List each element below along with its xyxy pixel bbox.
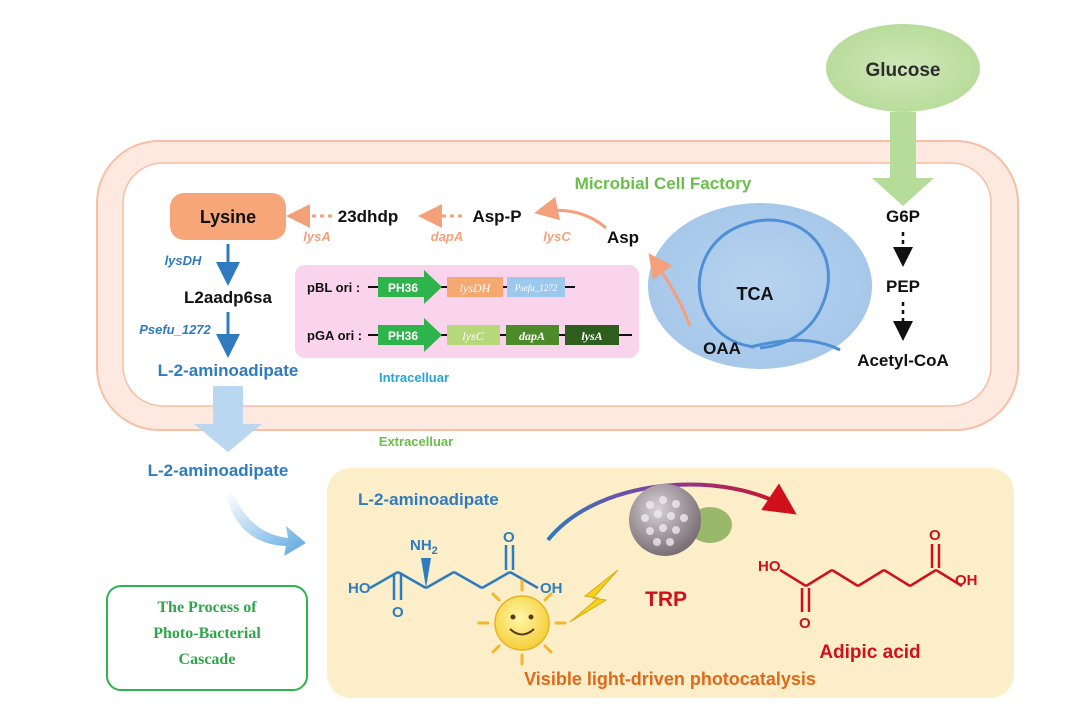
process-line-2: Photo-Bacterial xyxy=(153,625,261,642)
sun-eye-right xyxy=(528,614,534,620)
pbl-gene-psefu-label: Psefu_1272 xyxy=(514,283,558,293)
tca-bubble xyxy=(648,203,872,369)
flow-arrow xyxy=(226,492,306,556)
pga-gene-lysa xyxy=(565,325,619,345)
trp-pores xyxy=(641,496,688,546)
acetyl-coa-label: Acetyl-CoA xyxy=(857,351,949,370)
process-line-1: The Process of xyxy=(157,599,257,616)
asp-p-label: Asp-P xyxy=(472,207,521,226)
asp-label: Asp xyxy=(607,228,639,247)
lysine-box xyxy=(170,193,286,240)
sun-eye-left xyxy=(510,614,516,620)
export-arrow xyxy=(194,386,262,452)
pbl-promoter-label: PH36 xyxy=(388,281,418,295)
intracellular-label: Intracelluar xyxy=(379,370,449,385)
lysDH-enzyme: lysDH xyxy=(165,253,202,268)
pga-promoter xyxy=(378,318,442,352)
glucose-label: Glucose xyxy=(866,60,941,81)
cell-title: Microbial Cell Factory xyxy=(575,174,752,193)
o-mid-label: O xyxy=(503,529,515,546)
photocatalysis-box xyxy=(327,468,1014,698)
tca-label: TCA xyxy=(737,284,774,304)
pga-gene-dapa-label: dapA xyxy=(519,329,545,343)
nh2-wedge xyxy=(421,558,431,588)
sun-icon xyxy=(494,595,550,651)
process-box xyxy=(106,585,308,691)
ho-left-label: HO xyxy=(348,580,371,597)
process-line-3: Cascade xyxy=(179,651,236,668)
pga-label: pGA ori : xyxy=(307,328,362,343)
lysA-enzyme: lysA xyxy=(303,229,330,244)
glucose-uptake-arrow xyxy=(872,112,934,206)
tca-acetyl-link xyxy=(749,338,841,352)
l2aa-outside-label: L-2-aminoadipate xyxy=(148,461,289,480)
tca-cycle xyxy=(697,218,830,350)
ho-right-label: HO xyxy=(758,558,781,575)
dapA-enzyme: dapA xyxy=(431,229,464,244)
l2aa-inside-label: L-2-aminoadipate xyxy=(158,361,299,380)
oaa-asp-arrow xyxy=(648,253,692,327)
pga-gene-lysc xyxy=(447,325,500,345)
lightning-icon xyxy=(569,569,619,623)
dhdp-label: 23dhdp xyxy=(338,207,398,226)
sun-rays xyxy=(477,579,567,666)
pbl-gene-lysdh-label: lysDH xyxy=(460,281,492,295)
psefu-enzyme: Psefu_1272 xyxy=(139,322,211,337)
oh-right-label: OH xyxy=(955,572,978,589)
g6p-label: G6P xyxy=(886,207,920,226)
pbl-promoter xyxy=(378,270,442,304)
glucose-bubble xyxy=(826,24,980,112)
pbl-label: pBL ori : xyxy=(307,280,360,295)
extracellular-label: Extracelluar xyxy=(379,434,453,449)
oaa-label: OAA xyxy=(703,339,741,358)
o-right1-label: O xyxy=(799,615,811,632)
pga-gene-lysa-label: lysA xyxy=(581,329,602,343)
adipic-acid-label: Adipic acid xyxy=(819,642,920,663)
lysC-enzyme: lysC xyxy=(543,229,571,244)
aminoadipate-structure xyxy=(369,545,539,600)
pep-label: PEP xyxy=(886,277,920,296)
cascade-title: L-2-aminoadipate xyxy=(358,490,499,509)
trp-catalyst-image xyxy=(629,484,701,556)
pga-promoter-label: PH36 xyxy=(388,329,418,343)
trp-label: TRP xyxy=(645,588,687,611)
adipic-acid-structure xyxy=(779,544,963,612)
pbl-gene-psefu xyxy=(507,277,565,297)
pga-gene-lysc-label: lysC xyxy=(462,329,484,343)
l2aadp6sa-label: L2aadp6sa xyxy=(184,288,272,307)
o-right2-label: O xyxy=(929,527,941,544)
photocatalysis-caption: Visible light-driven photocatalysis xyxy=(524,669,816,689)
nh2-label: NH2 xyxy=(410,537,438,557)
asp-aspp-arrow xyxy=(534,196,607,230)
pbl-gene-lysdh xyxy=(447,277,503,297)
sun-smile xyxy=(509,628,535,636)
lysine-label: Lysine xyxy=(200,207,256,227)
pga-gene-dapa xyxy=(506,325,559,345)
o-left-label: O xyxy=(392,604,404,621)
oh-mid-label: OH xyxy=(540,580,563,597)
